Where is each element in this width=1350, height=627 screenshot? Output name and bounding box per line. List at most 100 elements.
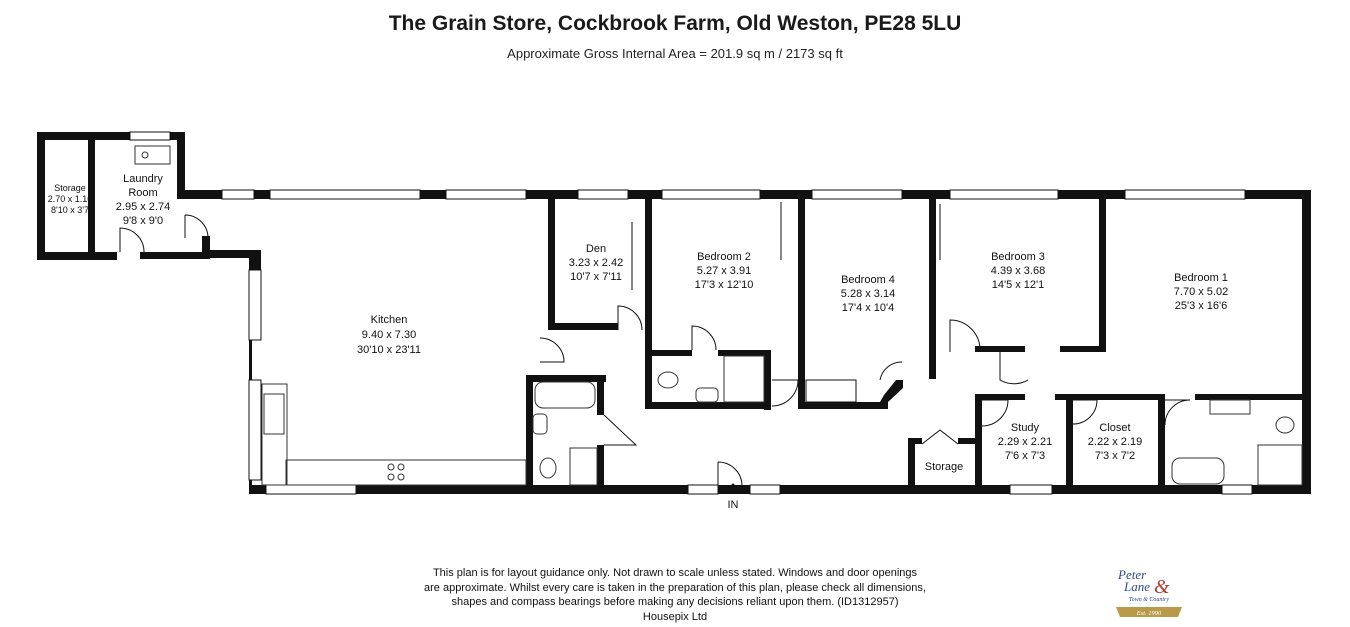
- logo-ribbon: [1116, 607, 1182, 617]
- disclaimer-line-1: This plan is for layout guidance only. N…: [432, 567, 918, 579]
- storage-small-metric: 2.70 x 1.10: [48, 194, 93, 204]
- kitchen-imperial: 30'10 x 23'11: [357, 344, 421, 356]
- logo-ampersand: &: [1154, 576, 1170, 598]
- den-metric: 3.23 x 2.42: [569, 257, 623, 269]
- bedroom3-metric: 4.39 x 3.68: [991, 265, 1045, 277]
- door-annex-entry: [184, 214, 209, 239]
- kitchen-counter-bottom: [285, 459, 527, 486]
- study-metric: 2.29 x 2.21: [998, 436, 1052, 448]
- door-laundry: [119, 227, 145, 253]
- laundry-metric: 2.95 x 2.74: [116, 201, 170, 213]
- shower-bathroom: [569, 447, 598, 486]
- basin-b1: [1209, 399, 1251, 415]
- kitchen-hob-3: [387, 473, 395, 481]
- door-entrance: [717, 461, 743, 487]
- entrance-arrow-icon: [728, 483, 738, 494]
- wall-den-bottom: [548, 323, 618, 330]
- door-hall-storage: [921, 429, 959, 445]
- window-kitchen-bottom: [265, 484, 357, 495]
- laundry-name-2: Room: [128, 187, 157, 199]
- bath-b1: [1171, 457, 1225, 485]
- disclaimer: This plan is for layout guidance only. N…: [380, 566, 970, 624]
- wall-bath-right-lower: [597, 445, 604, 490]
- kitchen-metric: 9.40 x 7.30: [362, 329, 416, 341]
- kitchen-sink: [263, 393, 285, 435]
- logo-word-peter: Peter: [1117, 567, 1147, 582]
- window-bedroom2: [661, 189, 761, 200]
- wall-right: [1302, 190, 1311, 494]
- window-study: [1009, 484, 1053, 495]
- wall-hall-storage-top-a: [908, 438, 922, 444]
- logo-tagline: Town & Country: [1129, 597, 1169, 603]
- wall-b2-ensuite-top-b: [718, 350, 770, 356]
- wall-left-top-stub: [210, 250, 261, 258]
- wall-den-left: [548, 199, 555, 329]
- wall-annex-top: [37, 132, 185, 140]
- wall-study-top-a: [975, 394, 1025, 400]
- plan-title: The Grain Store, Cockbrook Farm, Old Wes…: [388, 12, 962, 35]
- door-closet: [1072, 399, 1098, 425]
- wall-hall-storage-top-b: [958, 438, 982, 444]
- laundry-imperial: 9'8 x 9'0: [123, 215, 163, 227]
- window-hall-bottom-1: [687, 484, 719, 495]
- window-kitchen-top-2: [269, 189, 421, 200]
- wall-den-right: [645, 199, 652, 409]
- entrance-label: IN: [728, 499, 739, 511]
- wardrobe-b4: [805, 379, 857, 403]
- toilet-b2: [657, 371, 679, 389]
- bedroom3-imperial: 14'5 x 12'1: [992, 279, 1045, 291]
- window-bedroom4: [811, 189, 903, 200]
- wall-b4-b3: [929, 199, 936, 379]
- storage-small-imperial: 8'10 x 3'7: [51, 205, 89, 215]
- disclaimer-line-4: Housepix Ltd: [642, 610, 708, 623]
- window-kitchen-top-3: [445, 189, 527, 200]
- plan-subtitle: Approximate Gross Internal Area = 201.9 …: [507, 46, 843, 61]
- wall-b4-corner: [880, 380, 903, 402]
- wall-b3-b1: [1099, 199, 1106, 352]
- kitchen-hob-4: [397, 473, 405, 481]
- laundry-name-1: Laundry: [123, 173, 163, 185]
- wall-b2-ensuite-bottom: [645, 402, 771, 409]
- kitchen-name: Kitchen: [371, 314, 408, 326]
- door-study: [999, 352, 1029, 385]
- shower-b2: [723, 355, 765, 403]
- wall-annex-right-upper: [177, 132, 185, 192]
- storage-hall-name: Storage: [925, 461, 964, 473]
- door-b1-ensuite: [1164, 399, 1191, 426]
- door-study-entry: [981, 399, 1009, 427]
- closet-metric: 2.22 x 2.19: [1088, 436, 1142, 448]
- wall-bath-left: [526, 375, 533, 490]
- logo-est: Est. 1990: [1136, 610, 1162, 617]
- den-imperial: 10'7 x 7'11: [570, 271, 622, 283]
- wall-b2-b4: [798, 199, 805, 409]
- bedroom4-imperial: 17'4 x 10'4: [842, 302, 895, 314]
- door-bedroom4: [771, 379, 799, 407]
- kitchen-counter-side: [261, 383, 288, 486]
- disclaimer-line-2: are approximate. Whilst every care is ta…: [424, 581, 926, 594]
- door-hall-den: [539, 337, 565, 363]
- door-den: [617, 305, 643, 331]
- window-hall-bottom-2: [749, 484, 781, 495]
- wall-b2-ensuite-top-a: [652, 350, 692, 356]
- fixtures: [134, 145, 1303, 486]
- window-kitchen-side: [248, 269, 262, 341]
- laundry-sink-drain: [141, 151, 149, 159]
- wall-b3-bottom-right: [1060, 346, 1106, 352]
- bedroom1-name: Bedroom 1: [1174, 272, 1228, 284]
- wall-hall-storage-left: [908, 440, 915, 490]
- storage-small-name: Storage: [54, 183, 86, 193]
- toilet-b1: [1275, 416, 1295, 434]
- bedroom4-metric: 5.28 x 3.14: [841, 288, 895, 300]
- window-ensuite: [1221, 484, 1253, 495]
- kitchen-hob-1: [387, 463, 395, 471]
- wall-bath-top: [526, 375, 606, 382]
- study-imperial: 7'6 x 7'3: [1005, 450, 1045, 462]
- window-kitchen-side-2: [248, 379, 262, 481]
- door-bathroom: [603, 414, 638, 446]
- window-laundry: [129, 131, 171, 141]
- study-name: Study: [1011, 422, 1040, 434]
- closet-imperial: 7'3 x 7'2: [1095, 450, 1135, 462]
- bedroom3-name: Bedroom 3: [991, 251, 1045, 263]
- wall-b2-ensuite-right: [764, 350, 771, 410]
- basin-bathroom: [532, 413, 548, 435]
